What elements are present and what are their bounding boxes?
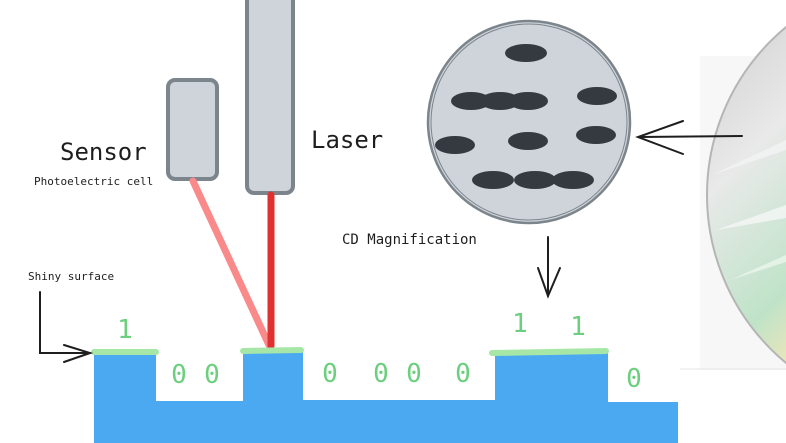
cd-magnification-circle	[426, 19, 632, 225]
shiny-surface-label: Shiny surface	[28, 270, 114, 283]
pit	[451, 92, 491, 110]
bit-digits: 1 0 0 0 0 0 0 1 1 0	[117, 309, 642, 394]
pit	[505, 44, 547, 62]
disc-cross-section	[94, 352, 678, 443]
pit	[472, 171, 514, 189]
pit	[576, 126, 616, 144]
bit-digit: 0	[171, 360, 187, 390]
pit	[435, 136, 475, 154]
bit-digit: 1	[570, 312, 586, 342]
bit-digit: 1	[117, 315, 133, 345]
arrow-left-icon	[635, 120, 743, 155]
cd-disc-image	[680, 25, 786, 370]
laser-device	[245, 0, 295, 195]
pit	[577, 87, 617, 105]
pit	[480, 92, 520, 110]
bit-digit: 0	[455, 359, 471, 389]
bit-digit: 0	[373, 359, 389, 389]
pit	[508, 92, 548, 110]
sensor-device	[166, 78, 219, 181]
bit-digit: 0	[204, 360, 220, 390]
pit	[514, 171, 556, 189]
magnification-label: CD Magnification	[342, 232, 477, 248]
reflected-beam	[189, 177, 273, 349]
reflective-coating	[91, 347, 609, 356]
sensor-label: Sensor	[60, 138, 147, 166]
pit	[552, 171, 594, 189]
laser-label: Laser	[311, 126, 383, 154]
sensor-sublabel: Photoelectric cell	[34, 175, 153, 188]
pit	[508, 132, 548, 150]
arrow-right-icon	[39, 291, 94, 363]
arrow-down-icon	[537, 236, 561, 299]
bit-digit: 1	[512, 309, 528, 339]
bit-digit: 0	[406, 359, 422, 389]
bit-digit: 0	[626, 364, 642, 394]
bit-digit: 0	[322, 359, 338, 389]
